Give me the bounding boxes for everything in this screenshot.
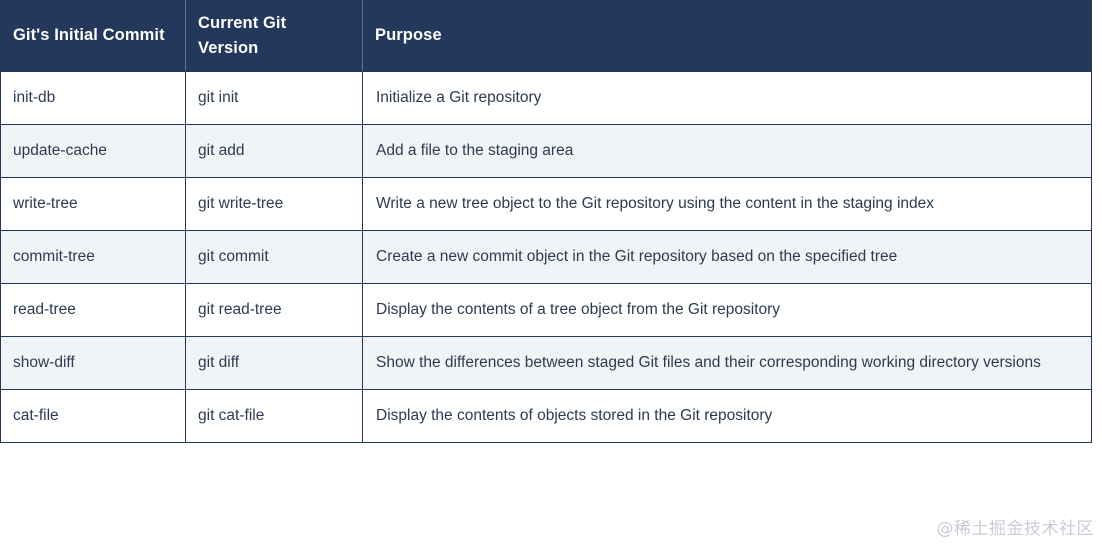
cell-current-version: git commit	[185, 229, 363, 284]
watermark: @稀土掘金技术社区	[936, 519, 1094, 539]
table-header: Git's Initial Commit Current Git Version…	[0, 0, 1092, 72]
cell-initial-commit: show-diff	[0, 335, 186, 390]
cell-initial-commit: cat-file	[0, 388, 186, 443]
table-header-row: Git's Initial Commit Current Git Version…	[0, 0, 1092, 72]
cell-current-version: git cat-file	[185, 388, 363, 443]
table-row: read-tree git read-tree Display the cont…	[0, 282, 1092, 337]
cell-current-version: git add	[185, 123, 363, 178]
column-header-purpose: Purpose	[362, 0, 1092, 72]
cell-purpose: Add a file to the staging area	[362, 123, 1092, 178]
cell-purpose: Write a new tree object to the Git repos…	[362, 176, 1092, 231]
table-row: update-cache git add Add a file to the s…	[0, 123, 1092, 178]
cell-current-version: git write-tree	[185, 176, 363, 231]
cell-current-version: git diff	[185, 335, 363, 390]
cell-initial-commit: write-tree	[0, 176, 186, 231]
table-row: commit-tree git commit Create a new comm…	[0, 229, 1092, 284]
cell-current-version: git read-tree	[185, 282, 363, 337]
git-commands-table: Git's Initial Commit Current Git Version…	[0, 0, 1092, 443]
table-row: show-diff git diff Show the differences …	[0, 335, 1092, 390]
table-row: write-tree git write-tree Write a new tr…	[0, 176, 1092, 231]
cell-purpose: Show the differences between staged Git …	[362, 335, 1092, 390]
column-header-current-version: Current Git Version	[185, 0, 363, 72]
cell-initial-commit: init-db	[0, 70, 186, 125]
cell-purpose: Initialize a Git repository	[362, 70, 1092, 125]
cell-initial-commit: update-cache	[0, 123, 186, 178]
table-row: cat-file git cat-file Display the conten…	[0, 388, 1092, 443]
cell-purpose: Display the contents of a tree object fr…	[362, 282, 1092, 337]
cell-current-version: git init	[185, 70, 363, 125]
cell-initial-commit: read-tree	[0, 282, 186, 337]
table-row: init-db git init Initialize a Git reposi…	[0, 70, 1092, 125]
table-body: init-db git init Initialize a Git reposi…	[0, 70, 1092, 443]
cell-initial-commit: commit-tree	[0, 229, 186, 284]
cell-purpose: Create a new commit object in the Git re…	[362, 229, 1092, 284]
cell-purpose: Display the contents of objects stored i…	[362, 388, 1092, 443]
column-header-initial-commit: Git's Initial Commit	[0, 0, 186, 72]
